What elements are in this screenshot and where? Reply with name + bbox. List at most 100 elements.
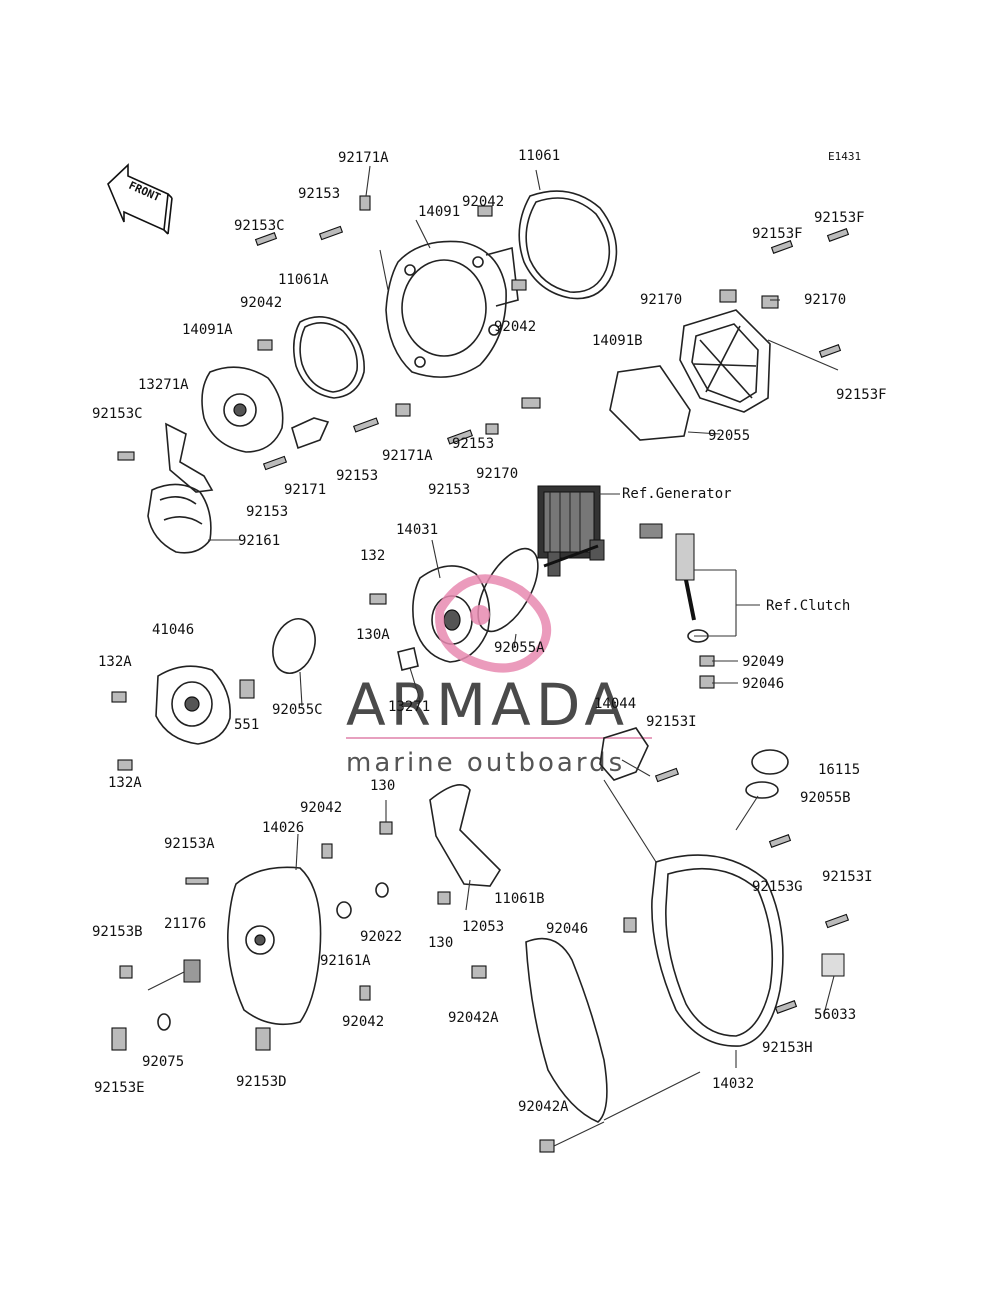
part-number-label: 13271: [388, 699, 430, 715]
watermark-logo: [435, 574, 552, 673]
part-number-label: 92153: [246, 504, 288, 520]
bolt-130: [437, 891, 451, 905]
part-number-label: 11061B: [494, 891, 545, 907]
part-number-label: 92042: [342, 1014, 384, 1030]
watermark-subtitle: marine outboards: [346, 748, 625, 778]
part-number-label: 92042A: [518, 1099, 569, 1115]
part-number-label: 92153B: [92, 924, 143, 940]
part-number-label: 92161: [238, 533, 280, 549]
bracket-14044: [599, 727, 649, 781]
dowel-92042A: [471, 965, 487, 979]
bracket-12053: [429, 784, 502, 887]
part-number-label: 92153C: [234, 218, 285, 234]
part-number-label: 14091A: [182, 322, 233, 338]
clutch-cover-14032: [651, 854, 784, 1047]
part-number-label: 92075: [142, 1054, 184, 1070]
part-number-label: 92153A: [164, 836, 215, 852]
bolt-92153I: [654, 767, 680, 783]
part-number-label: 92153H: [762, 1040, 813, 1056]
part-number-label: 92171A: [338, 150, 389, 166]
part-number-label: 92055: [708, 428, 750, 444]
bolt-92153H: [774, 1000, 798, 1014]
bolt-92153B: [119, 965, 133, 979]
part-number-label: 132A: [98, 654, 132, 670]
clamp-92171: [291, 417, 330, 450]
part-number-label: 21176: [164, 916, 206, 932]
part-number-label: 92049: [742, 654, 784, 670]
part-number-label: 92153: [452, 436, 494, 452]
dowel-92042: [321, 843, 333, 859]
part-number-label: 92046: [742, 676, 784, 692]
ref-clutch-label: Ref.Clutch: [766, 598, 850, 614]
part-number-label: 92042: [240, 295, 282, 311]
part-number-label: 11061A: [278, 272, 329, 288]
part-number-label: 92153: [336, 468, 378, 484]
part-number-label: 92042: [494, 319, 536, 335]
dowel-pin-92042: [257, 339, 273, 351]
part-number-callouts: 92171A 11061 92153 92042 14091 92153C 11061A 92…: [92, 148, 887, 1115]
generator-cover-14091: [385, 240, 519, 378]
part-number-label: 92153I: [646, 714, 697, 730]
generator-stator: [537, 485, 605, 577]
guard-92161: [147, 483, 212, 554]
part-number-label: 92153F: [836, 387, 887, 403]
gasket-11061A: [292, 316, 365, 399]
cover-14091B: [679, 309, 771, 413]
label-56033: [821, 953, 845, 977]
washer-92022: [375, 882, 389, 898]
front-arrow-icon: FRONT: [107, 163, 173, 235]
switch-21176: [147, 959, 201, 991]
bolt-92153A: [185, 877, 209, 885]
bolt-132A: [117, 759, 133, 771]
part-number-label: 132A: [108, 775, 142, 791]
part-number-label: 92161A: [320, 953, 371, 969]
part-number-label: 92171A: [382, 448, 433, 464]
dowel-92042A: [539, 1139, 555, 1153]
bracket-13271A: [165, 422, 214, 493]
part-number-label: 92153E: [94, 1080, 145, 1096]
diagram-code: E1431: [828, 150, 861, 163]
part-number-label: 130: [370, 778, 395, 794]
dowel-pin-92042: [477, 205, 493, 217]
bolt-92153I: [824, 913, 850, 929]
part-number-label: 130: [428, 935, 453, 951]
bolt-92153D: [255, 1027, 271, 1051]
part-number-label: 92170: [640, 292, 682, 308]
bolts-right-top: [719, 228, 850, 358]
bracket-13271: [397, 647, 419, 671]
part-number-label: 92153C: [92, 406, 143, 422]
collar-92046: [699, 675, 715, 689]
part-number-label: 92153I: [822, 869, 873, 885]
bolt-132A: [111, 691, 127, 703]
bolt-92153G: [768, 834, 792, 848]
cover-14091A: [201, 366, 284, 453]
part-number-label: 56033: [814, 1007, 856, 1023]
part-number-label: 92153: [428, 482, 470, 498]
part-number-label: 14032: [712, 1076, 754, 1092]
gasket-11061B: [525, 937, 608, 1123]
ref-generator-label: Ref.Generator: [622, 486, 732, 502]
part-number-label: 12053: [462, 919, 504, 935]
clutch-release-rod: [639, 523, 709, 643]
cover-14026: [227, 866, 322, 1026]
dowel-pin-92042: [511, 279, 527, 291]
o-ring-92055A: [477, 547, 539, 633]
part-number-label: 41046: [152, 622, 194, 638]
leader-lines: [208, 165, 839, 1147]
part-number-label: 92153F: [752, 226, 803, 242]
gasket-92055: [609, 365, 691, 441]
watermark-title: ARMADA: [346, 671, 629, 739]
pin-551: [239, 679, 255, 699]
part-number-label: 14091B: [592, 333, 643, 349]
part-number-label: 92042A: [448, 1010, 499, 1026]
part-number-label: 92170: [476, 466, 518, 482]
part-number-label: 92170: [804, 292, 846, 308]
part-number-label: 14091: [418, 204, 460, 220]
part-number-label: 11061: [518, 148, 560, 164]
part-number-label: 14044: [594, 696, 636, 712]
part-number-label: 92042: [300, 800, 342, 816]
dowel-92042: [359, 985, 371, 1001]
part-number-label: 13271A: [138, 377, 189, 393]
o-ring-92055C: [272, 618, 316, 674]
